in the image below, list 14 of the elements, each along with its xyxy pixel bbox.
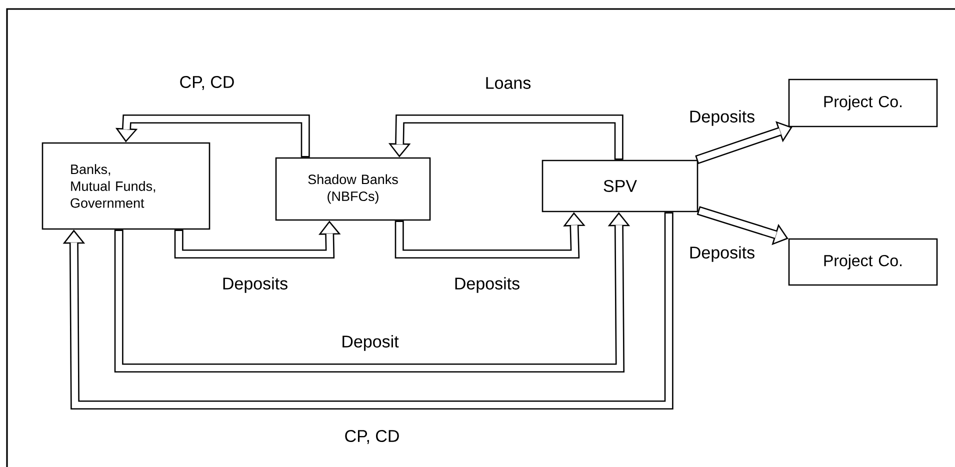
edge-label: Deposit [342,335,399,351]
edge-label: Deposits [690,110,754,126]
edge-label: CP, CD [180,76,234,90]
edge-label: CP, CD [345,430,399,444]
edge-label: Deposits [690,246,754,262]
box: Project Co. [788,238,938,286]
block-arrow [62,212,674,410]
box: Project Co. [788,78,938,128]
box: Banks, Mutual Funds, Government [42,142,210,230]
edge-label: Deposits [455,277,520,293]
edge-label: Deposits [223,277,288,293]
box: SPV [542,160,698,212]
box: Shadow Banks (NBFCs) [275,157,431,221]
edge-label: Loans [486,77,531,89]
